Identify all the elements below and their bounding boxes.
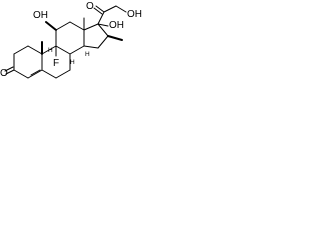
molecule-structure: O OH OH O OH F H H H	[0, 1, 142, 79]
bond	[83, 23, 99, 31]
bond	[55, 45, 71, 55]
bond	[27, 45, 43, 55]
bond	[97, 23, 109, 27]
bond	[27, 69, 43, 79]
bond	[97, 11, 105, 25]
bond	[69, 21, 85, 31]
structure-canvas: O OH OH O OH F H H H	[0, 0, 177, 113]
bond	[41, 69, 57, 79]
bond	[95, 5, 105, 13]
bond	[97, 23, 109, 37]
bond	[13, 45, 29, 55]
bond	[4, 66, 14, 72]
hydroxyl-17-label: OH	[109, 20, 124, 31]
bond	[41, 45, 57, 55]
bond	[107, 35, 123, 41]
hydroxyl-11-label: OH	[33, 10, 48, 21]
ketone-oxygen-label: O	[0, 68, 8, 79]
bond	[69, 45, 85, 55]
bond	[5, 69, 15, 75]
bond	[13, 69, 29, 79]
bond	[97, 35, 109, 49]
h8-label: H	[70, 59, 75, 66]
h14-label: H	[85, 51, 90, 58]
bond	[83, 45, 99, 49]
bond	[30, 69, 41, 76]
bond	[55, 21, 71, 31]
h9-label: H	[48, 47, 53, 54]
side-chain-hydroxyl-label: OH	[127, 9, 142, 20]
bond	[103, 5, 117, 13]
bond	[55, 69, 71, 79]
fluoro-label: F	[53, 58, 59, 69]
bond	[93, 7, 103, 15]
bond	[115, 5, 127, 13]
bond	[45, 21, 57, 31]
side-chain-oxygen-label: O	[86, 1, 94, 12]
